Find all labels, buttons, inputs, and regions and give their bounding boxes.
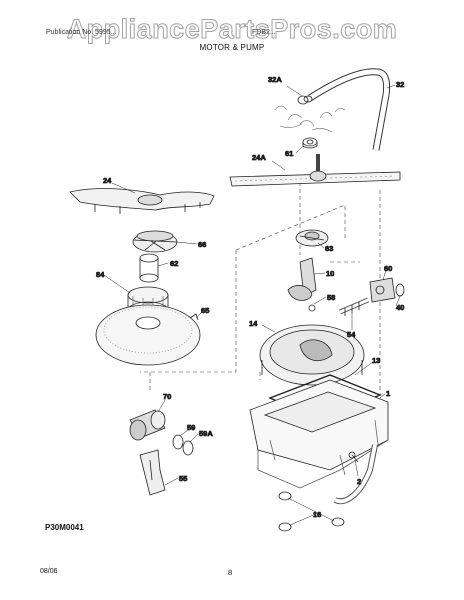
callout-32: 32 [396, 80, 404, 89]
footer-date: 08/06 [40, 568, 58, 575]
part-10-pump-housing [287, 257, 317, 312]
part-62-coupling [139, 253, 159, 283]
part-54-hose [339, 297, 369, 316]
page-number: 8 [228, 568, 233, 577]
section-title: MOTOR & PUMP [199, 43, 265, 52]
part-24-lower-spray-arm [69, 188, 215, 214]
callout-24A: 24A [252, 153, 266, 162]
callout-60: 60 [384, 264, 392, 273]
part-66-impeller-cap [132, 230, 178, 253]
callout-58: 58 [327, 293, 335, 302]
part-16-drain-hose [278, 444, 378, 532]
callout-55: 55 [179, 474, 187, 483]
callout-54: 54 [347, 330, 356, 339]
callout-1: 1 [386, 389, 390, 398]
callout-24: 24 [103, 176, 112, 185]
part-32A-gasket [274, 95, 346, 133]
callout-16: 16 [313, 510, 321, 519]
callout-59: 59 [187, 423, 195, 432]
publication-header: Publication No. 5995... [46, 29, 117, 36]
diagram-code: P30M0041 [45, 523, 84, 532]
callout-14: 14 [249, 319, 258, 328]
watermark-text: AppliancePartsPros.com [66, 14, 398, 45]
part-65-fine-filter [95, 304, 201, 366]
callout-70: 70 [163, 392, 171, 401]
callout-65: 65 [201, 306, 209, 315]
part-59-o-rings [172, 434, 194, 456]
part-14-sump [259, 324, 365, 386]
callout-leader-lines [103, 84, 401, 526]
part-40-clip [395, 283, 405, 297]
callout-63: 63 [325, 244, 333, 253]
part-63-wash-impeller [295, 229, 329, 247]
callout-61: 61 [285, 149, 293, 158]
callout-10: 10 [326, 269, 334, 278]
part-24A-upper-spray-arm [229, 154, 401, 187]
callout-13: 13 [372, 356, 380, 365]
callout-59A: 59A [199, 429, 213, 438]
model-header: FDB2... [252, 29, 276, 36]
callout-2: 2 [357, 477, 361, 486]
part-61-nut [302, 137, 318, 149]
callout-40: 40 [396, 303, 404, 312]
callout-84: 84 [96, 270, 105, 279]
part-1-base-assembly [249, 379, 389, 489]
callout-66: 66 [198, 240, 206, 249]
callout-62: 62 [170, 259, 178, 268]
part-32-spray-tube [303, 68, 391, 151]
part-55-motor-bracket [139, 449, 166, 496]
part-60-valve [369, 277, 396, 303]
part-2-screw [348, 451, 359, 463]
part-70-motor [129, 409, 166, 441]
callout-32A: 32A [268, 75, 282, 84]
